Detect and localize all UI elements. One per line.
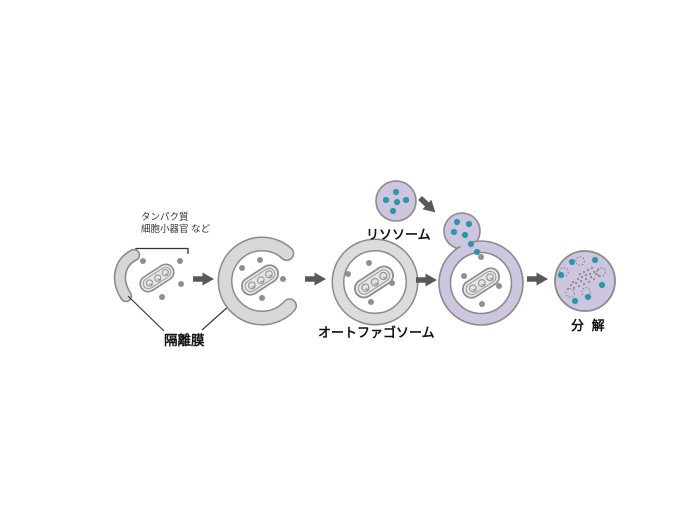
phagophore-cup (217, 236, 297, 326)
degradation-vesicle (554, 250, 616, 312)
degradation-label: 分 解 (571, 318, 607, 333)
arrow-right-icon (193, 272, 214, 286)
cargo-annotation-line1: タンパク質 (141, 212, 189, 223)
isolation-membrane-label: 隔離膜 (164, 333, 205, 348)
arrow-right-icon (305, 272, 326, 286)
mitochondrion (137, 261, 177, 294)
autolysosome (438, 212, 524, 326)
lysosome-vesicle (375, 180, 417, 222)
isolation-membrane-crescent (113, 248, 141, 303)
mitochondrion (351, 263, 396, 301)
cargo-annotation: タンパク質 細胞小器官 など (141, 212, 210, 235)
autophagosome-label: オートファゴソーム (318, 325, 435, 340)
cargo-bracket (135, 247, 189, 254)
lysosome-label: リソソーム (366, 227, 431, 242)
arrow-right-icon (416, 273, 437, 287)
mitochondrion (239, 262, 282, 298)
leader-lines (127, 295, 231, 332)
degraded-debris (567, 267, 600, 290)
cargo-annotation-line2: 細胞小器官 など (141, 223, 211, 235)
arrow-diagonal-icon (415, 193, 440, 218)
arrow-right-icon (527, 272, 548, 286)
autophagosome-ring (331, 238, 419, 326)
